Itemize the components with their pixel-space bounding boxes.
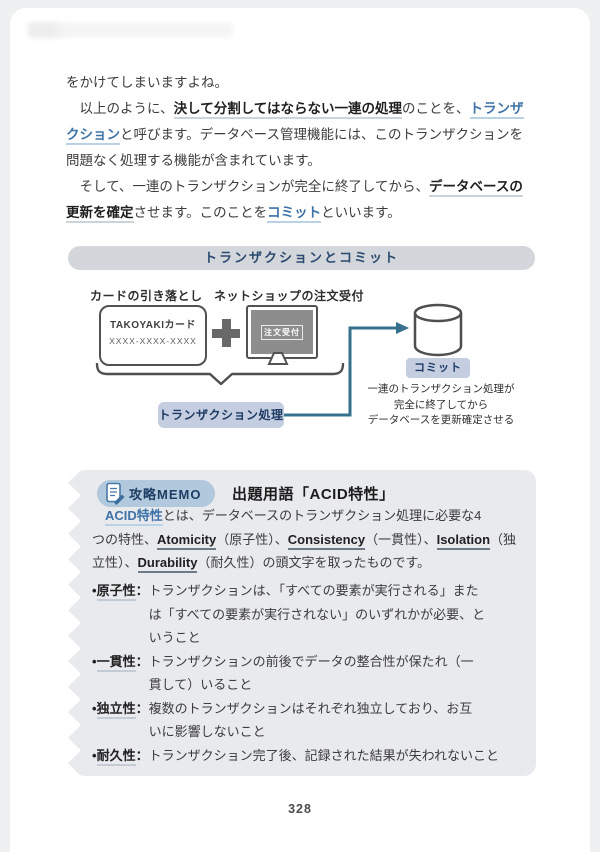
plus-icon (212, 319, 240, 347)
memo-bullets: •原子性： トランザクションは、「すべての要素が実行される」または「すべての要素… (92, 579, 532, 767)
memo-title: 出題用語「ACID特性」 (232, 486, 395, 503)
page-number: 328 (288, 802, 312, 816)
card-label: カードの引き落とし (90, 289, 203, 303)
database-icon (413, 303, 463, 357)
bullet-term: •耐久性： (92, 744, 149, 768)
bullet-text: 複数のトランザクションはそれぞれ独立しており、お互いに影響しないこと (148, 700, 473, 740)
bullet-term: •原子性： (92, 579, 149, 603)
bullet-text: トランザクションの前後でデータの整合性が保たれ（一貫して）いること (148, 653, 474, 693)
bullet-text: トランザクションは、「すべての要素が実行される」または「すべての要素が実行されな… (148, 583, 486, 645)
bullet-text: トランザクション完了後、記録された結果が失われないこと (148, 747, 499, 763)
bullet-row: •原子性： トランザクションは、「すべての要素が実行される」または「すべての要素… (92, 579, 532, 650)
bullet-term: •独立性： (92, 697, 149, 721)
memo-badge: 攻略MEMO (97, 480, 216, 507)
memo-badge-label: 攻略MEMO (129, 487, 202, 502)
bullet-row: •一貫性： トランザクションの前後でデータの整合性が保たれ（一貫して）いること (92, 650, 532, 697)
bullet-term: •一貫性： (92, 650, 149, 674)
transaction-process-box: トランザクション処理 (158, 402, 284, 428)
watermark (28, 22, 233, 38)
monitor-screen: 注文受付 (251, 310, 313, 354)
memo-box (80, 470, 536, 776)
bullet-row: •独立性： 複数のトランザクションはそれぞれ独立しており、お互いに影響しないこと (92, 697, 532, 744)
intro-paragraphs: をかけてしまいますよね。 以上のように、決して分割してはならない一連の処理のこと… (66, 70, 536, 226)
commit-box: コミット (406, 358, 470, 378)
figure-title: トランザクションとコミット (68, 246, 535, 270)
bullet-row: •耐久性： トランザクション完了後、記録された結果が失われないこと (92, 744, 532, 768)
memo-zigzag-edge (68, 470, 81, 776)
memo-note-icon (106, 482, 125, 505)
credit-card-icon: TAKOYAKIカード XXXX-XXXX-XXXX (99, 305, 207, 366)
brace-icon (95, 363, 345, 386)
arrow-connector-icon (284, 322, 409, 417)
commit-caption: 一連のトランザクション処理が完全に終了してからデータベースを更新確定させる (367, 383, 515, 426)
monitor-stand-icon (267, 352, 289, 365)
monitor-icon: 注文受付 (246, 305, 318, 359)
card-number: XXXX-XXXX-XXXX (109, 336, 197, 346)
card-name: TAKOYAKIカード (109, 320, 197, 331)
screen-text: 注文受付 (261, 324, 303, 340)
shop-label: ネットショップの注文受付 (214, 289, 365, 303)
